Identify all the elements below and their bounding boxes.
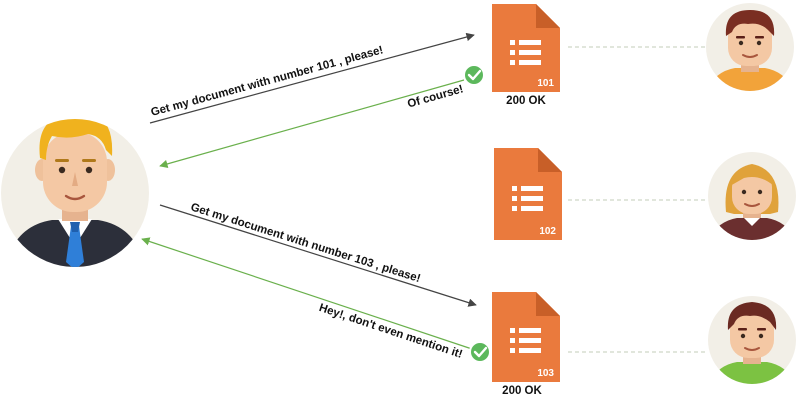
list-icon [510, 40, 541, 65]
list-icon [510, 328, 541, 353]
document-number: 101 [537, 78, 554, 89]
response-label-101: Of course! [406, 83, 465, 110]
user-avatar-2 [708, 152, 796, 240]
check-icon [463, 64, 485, 86]
status-label-103: 200 OK [502, 385, 542, 397]
document-103: 103 [492, 292, 560, 382]
client-avatar [1, 119, 149, 267]
list-icon [512, 186, 543, 211]
user-avatar-3 [708, 296, 796, 384]
request-label-103: Get my document with number 103 , please… [189, 201, 422, 285]
response-arrow-101 [159, 79, 465, 168]
user-avatar-1 [706, 3, 794, 91]
status-label-101: 200 OK [506, 95, 546, 107]
check-icon [469, 341, 491, 363]
document-number: 103 [537, 368, 554, 379]
response-arrow-103 [141, 237, 473, 350]
response-label-103: Hey!, don't even mention it! [317, 302, 463, 361]
request-arrow-101 [149, 32, 475, 124]
document-number: 102 [539, 226, 556, 237]
request-label-101: Get my document with number 101 , please… [150, 44, 385, 119]
document-101: 101 [492, 4, 560, 92]
document-102: 102 [494, 148, 562, 240]
request-arrow-103 [159, 204, 477, 307]
